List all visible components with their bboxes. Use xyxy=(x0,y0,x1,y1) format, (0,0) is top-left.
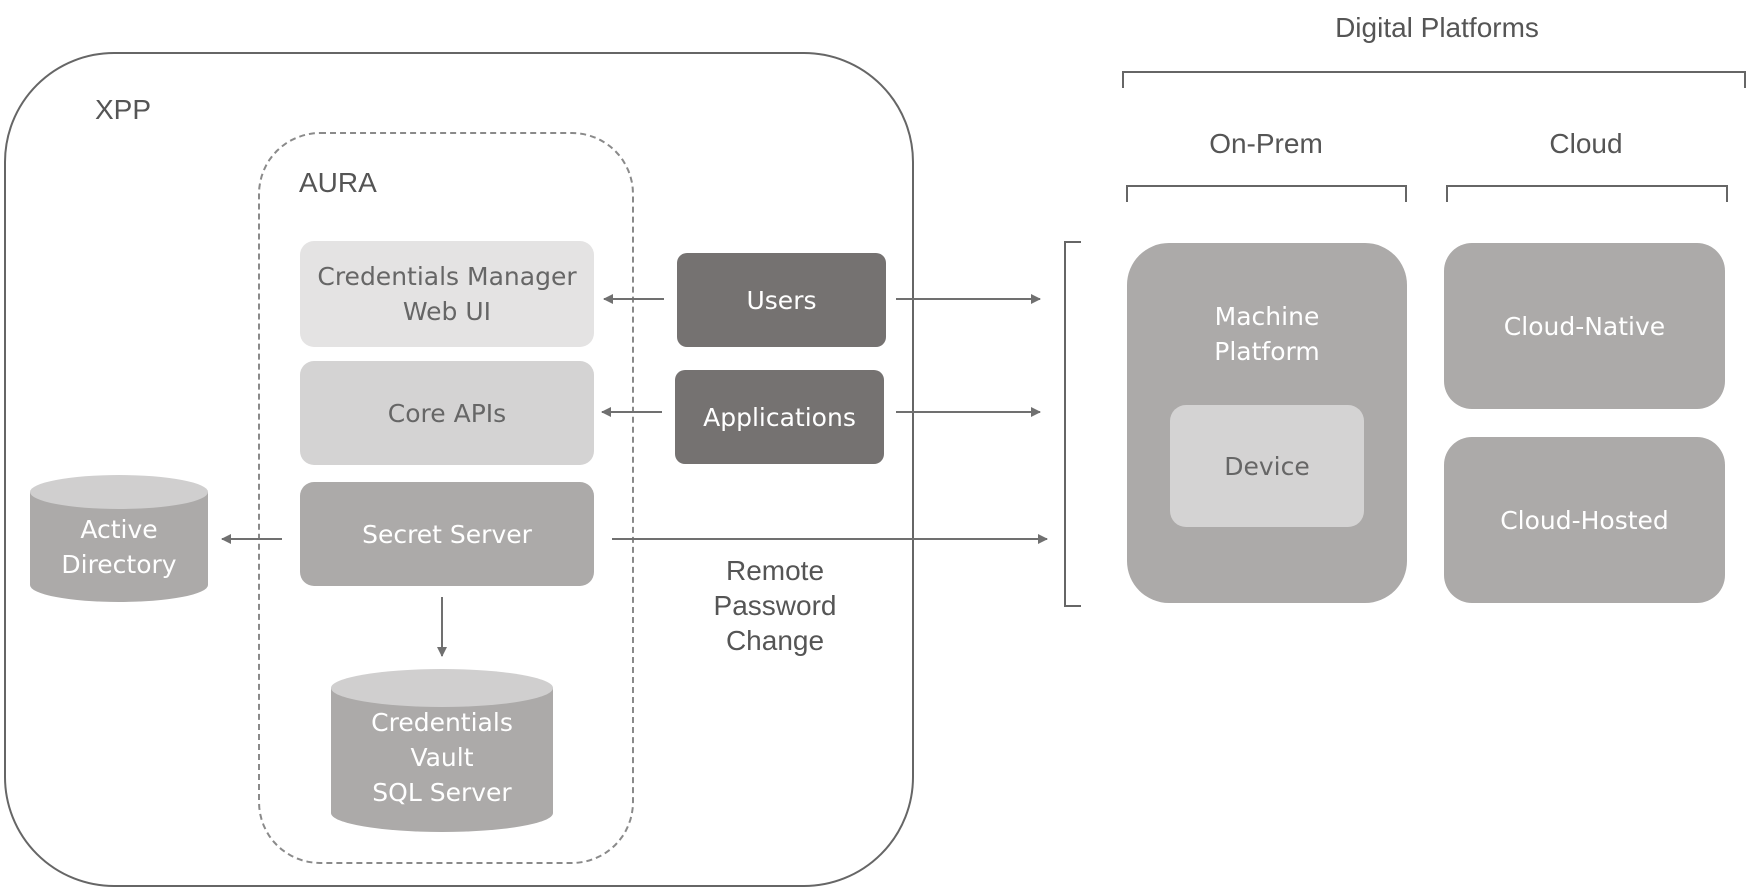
cloud-native-label: Cloud-Native xyxy=(1503,311,1666,341)
credentials-manager-label: Credentials Manager Web UI xyxy=(317,262,577,326)
cloud-hosted-label: Cloud-Hosted xyxy=(1500,505,1669,535)
aura-boundary xyxy=(258,132,634,864)
users-box: Users xyxy=(677,253,886,347)
cloud-hosted-box: Cloud-Hosted xyxy=(1444,437,1725,603)
device-label: Device xyxy=(1224,451,1310,481)
core-apis-box: Core APIs xyxy=(300,361,594,465)
secret-server-label: Secret Server xyxy=(362,519,532,549)
platforms-left-bracket xyxy=(1064,241,1081,607)
digital-platforms-title: Digital Platforms xyxy=(1335,12,1539,43)
secret-server-box: Secret Server xyxy=(300,482,594,586)
credentials-vault-shape xyxy=(331,669,553,832)
device-box: Device xyxy=(1170,405,1364,527)
on-prem-brace xyxy=(1126,185,1407,202)
active-directory-cylinder: Active Directory xyxy=(30,475,208,603)
xpp-boundary xyxy=(4,52,914,887)
users-label: Users xyxy=(746,285,817,315)
machine-platform-label: Machine Platform xyxy=(1214,302,1320,366)
machine-platform-box: Machine Platform Device xyxy=(1127,243,1407,603)
xpp-label: XPP xyxy=(95,94,152,125)
applications-box: Applications xyxy=(675,370,884,464)
cloud-native-box: Cloud-Native xyxy=(1444,243,1725,409)
applications-label: Applications xyxy=(703,402,856,432)
active-directory-shape xyxy=(30,475,208,602)
core-apis-label: Core APIs xyxy=(387,398,507,428)
remote-password-change-label: Remote Password Change xyxy=(713,555,837,656)
credentials-manager-web-ui: Credentials Manager Web UI xyxy=(300,241,594,347)
credentials-vault-cylinder: Credentials Vault SQL Server xyxy=(331,669,553,832)
credentials-vault-label: Credentials Vault SQL Server xyxy=(371,708,513,807)
cloud-label: Cloud xyxy=(1549,128,1623,159)
active-directory-label: Active Directory xyxy=(61,515,177,579)
digital-platforms-brace xyxy=(1122,71,1746,88)
aura-label: AURA xyxy=(299,167,377,198)
cloud-brace xyxy=(1446,185,1728,202)
on-prem-label: On-Prem xyxy=(1209,128,1323,159)
